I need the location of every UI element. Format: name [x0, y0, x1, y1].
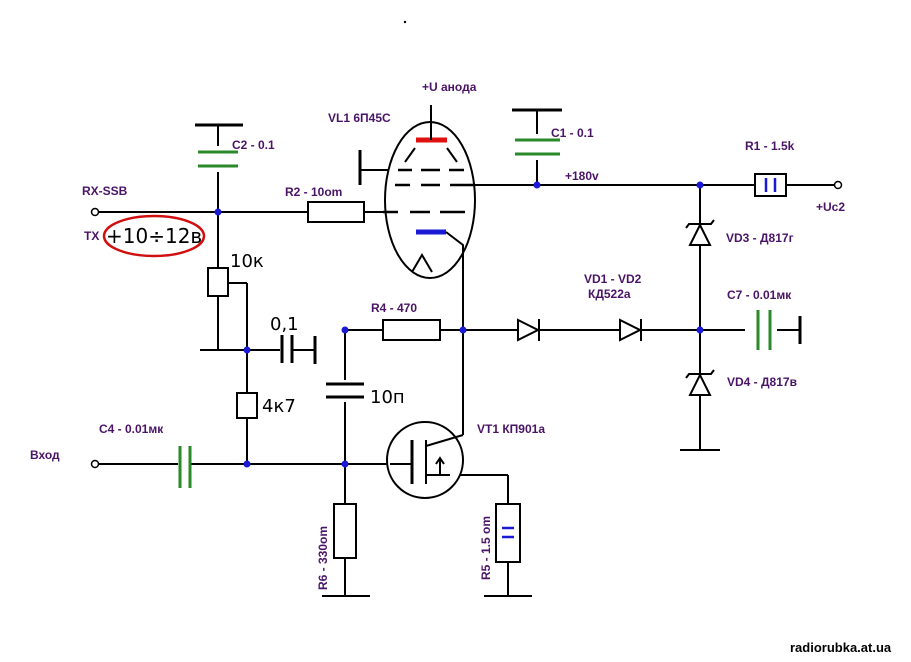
tube-vl1: [383, 105, 476, 279]
supply-highlight-circle: [102, 214, 206, 258]
label-vd3: VD3 - Д817г: [726, 231, 794, 245]
terminal-input: [90, 459, 100, 469]
watermark: radiorubka.at.ua: [790, 640, 892, 655]
capacitor-10p: [326, 382, 364, 399]
capacitor-c1: [515, 138, 560, 156]
label-rx-ssb: RX-SSB: [82, 184, 128, 198]
label-cap-01: 0,1: [270, 314, 299, 335]
terminal-rx-ssb: [90, 207, 100, 217]
diode-vd2: [619, 318, 643, 342]
label-vt1: VT1 КП901а: [477, 422, 545, 436]
diode-vd1: [517, 318, 541, 342]
terminal-uc2: [833, 180, 843, 190]
label-r2: R2 - 10om: [285, 185, 342, 199]
resistor-r2: [307, 201, 365, 223]
capacitor-c2: [198, 150, 238, 168]
label-supply-voltage: +10÷12в: [106, 224, 202, 248]
wires: [95, 110, 838, 597]
transistor-vt1: [386, 421, 464, 499]
label-180v: +180v: [565, 169, 599, 183]
label-anode: +U анода: [422, 80, 477, 94]
label-tube: VL1 6П45С: [328, 111, 391, 125]
label-r1: R1 - 1.5k: [745, 139, 795, 153]
potentiometer-10k: [207, 267, 229, 297]
resistor-r1: [754, 173, 787, 197]
label-vd4: VD4 - Д817в: [727, 375, 797, 389]
label-c1: C1 - 0.1: [551, 126, 594, 140]
resistor-4k7: [236, 392, 258, 419]
label-tx: TX: [84, 229, 99, 243]
label-r4: R4 - 470: [371, 301, 417, 315]
junctions: [214, 181, 704, 468]
label-input: Вход: [30, 448, 60, 462]
zener-vd4: [685, 369, 715, 396]
resistor-r6: [333, 503, 357, 559]
capacitor-c4: [178, 446, 192, 488]
label-uc2: +Uc2: [816, 200, 845, 214]
label-c4: C4 - 0.01мк: [99, 422, 164, 436]
label-cap-10p: 10п: [370, 387, 405, 408]
resistor-r5: [495, 503, 521, 563]
label-r6: R6 - 330om: [316, 526, 330, 590]
terminals: [90, 20, 843, 469]
label-r5: R5 - 1.5 om: [479, 516, 493, 580]
capacitor-01: [280, 335, 315, 363]
label-pot-10k: 10к: [230, 251, 264, 272]
label-kd522: КД522а: [588, 287, 631, 301]
label-c7: C7 - 0.01мк: [727, 288, 792, 302]
label-c2: C2 - 0.1: [232, 138, 275, 152]
resistor-r4: [382, 319, 441, 341]
label-r-4k7: 4к7: [262, 396, 296, 417]
capacitor-c7: [756, 310, 772, 350]
label-vd1-vd2: VD1 - VD2: [584, 272, 642, 286]
zener-vd3: [685, 219, 715, 246]
